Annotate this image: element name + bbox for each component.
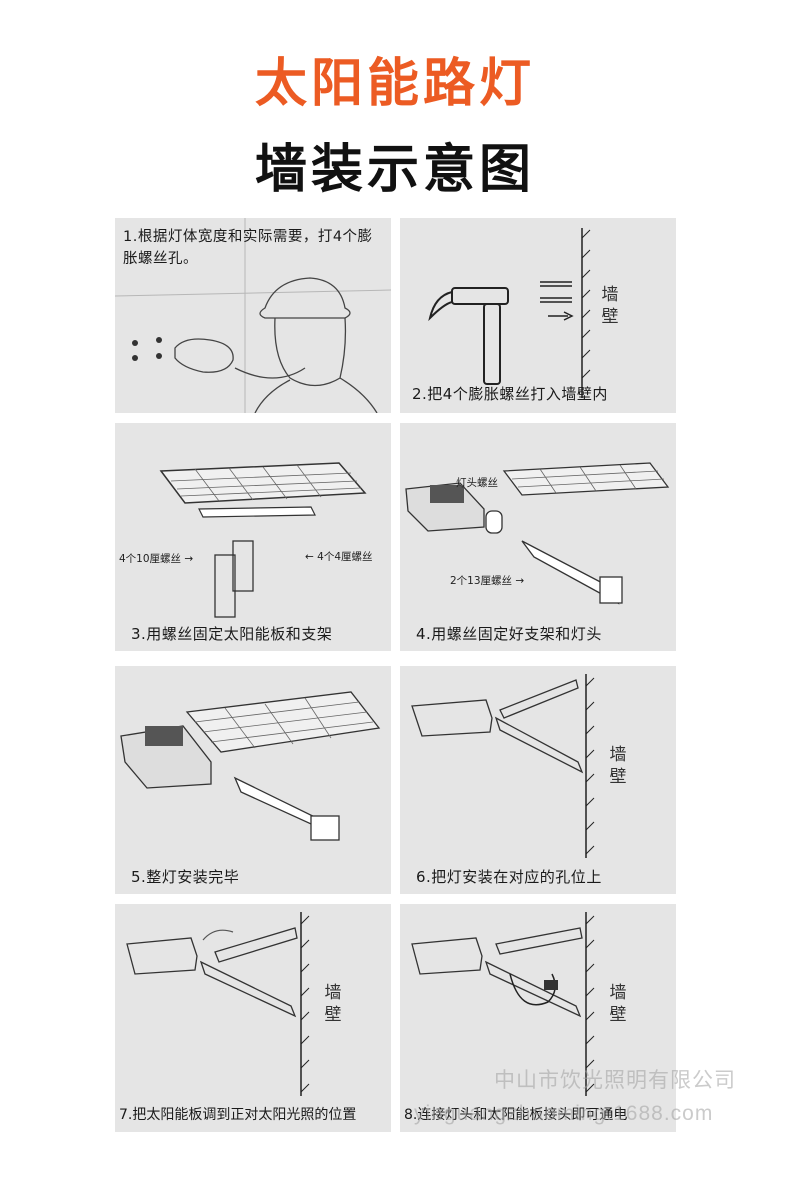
- wall-label: 墙壁: [609, 745, 627, 787]
- step-panel-1: 1.根据灯体宽度和实际需要，打4个膨胀螺丝孔。: [115, 218, 391, 413]
- step-panel-3: 4个10厘螺丝 → ← 4个4厘螺丝 3.用螺丝固定太阳能板和支架: [115, 423, 391, 651]
- step-panel-5: 5.整灯安装完毕: [115, 666, 391, 894]
- page-title: 太阳能路灯: [254, 54, 535, 114]
- watermark-url: yinguangzhaoming.1688.com: [414, 1102, 714, 1125]
- illustration-hammer-wall: [428, 228, 591, 398]
- part-label-13mm-screws: 2个13厘螺丝 →: [450, 575, 525, 587]
- step-caption-7: 7.把太阳能板调到正对太阳光照的位置: [119, 1107, 357, 1123]
- step-caption-2: 2.把4个膨胀螺丝打入墙壁内: [412, 385, 608, 403]
- part-label-4mm-screws: ← 4个4厘螺丝: [305, 551, 373, 563]
- illustration-lamp-head-bracket: [405, 462, 670, 605]
- part-label-10mm-screws: 4个10厘螺丝 →: [119, 553, 194, 565]
- wall-label: 墙壁: [609, 983, 627, 1025]
- step-caption-8: 8.连接灯头和太阳能板接头即可通电: [404, 1107, 628, 1123]
- step-panel-8: 墙壁 8.连接灯头和太阳能板接头即可通电: [400, 904, 676, 1132]
- page-subtitle: 墙装示意图: [254, 140, 535, 200]
- step-caption-4: 4.用螺丝固定好支架和灯头: [416, 625, 602, 643]
- watermark-company: 中山市饮光照明有限公司: [494, 1069, 736, 1092]
- illustration-drill-holes: [115, 218, 391, 413]
- illustration-mount-on-wall: [411, 674, 595, 858]
- step-caption-1: 1.根据灯体宽度和实际需要，打4个膨胀螺丝孔。: [123, 229, 373, 267]
- step-caption-3: 3.用螺丝固定太阳能板和支架: [131, 625, 333, 643]
- illustration-assembled-lamp: [120, 691, 381, 841]
- wall-label: 墙壁: [324, 983, 342, 1025]
- wall-label: 墙壁: [601, 285, 619, 327]
- step-caption-6: 6.把灯安装在对应的孔位上: [416, 868, 602, 886]
- step-caption-5: 5.整灯安装完毕: [131, 868, 240, 886]
- step-panel-4: 灯头螺丝 2个13厘螺丝 → 4.用螺丝固定好支架和灯头: [400, 423, 676, 651]
- step-panel-6: 墙壁 6.把灯安装在对应的孔位上: [400, 666, 676, 894]
- step-panel-7: 墙壁 7.把太阳能板调到正对太阳光照的位置: [115, 904, 391, 1132]
- illustration-adjust-panel: [126, 912, 310, 1096]
- step-panel-2: 墙壁 2.把4个膨胀螺丝打入墙壁内: [400, 218, 676, 413]
- illustration-solar-panel-bracket: [159, 462, 367, 618]
- part-label-head-screws: 灯头螺丝: [456, 477, 498, 489]
- illustration-connect-cable: [411, 912, 595, 1096]
